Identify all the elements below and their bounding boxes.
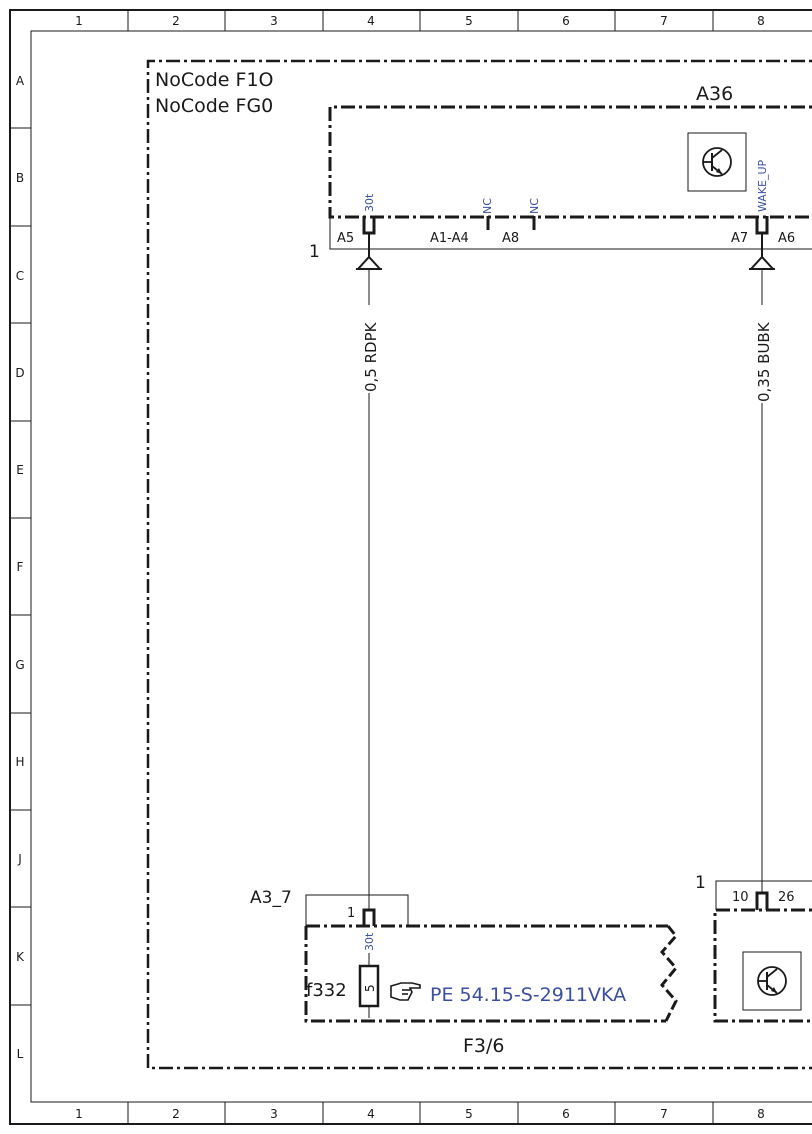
a3-7-name: A3_7 [250,888,292,908]
right-module-border [713,908,812,1023]
signal-nc: NC [528,198,541,214]
column-label: 8 [757,14,765,28]
column-label: 4 [367,14,375,28]
a36-module-border [328,105,812,219]
row-label: B [16,171,24,185]
column-label: 1 [75,14,83,28]
module-location: F3/6 [463,1035,505,1057]
row-label: L [17,1047,24,1061]
row-label: C [16,269,24,283]
right-pin-stub [755,891,769,910]
signal-30t: 30t [363,193,376,212]
row-labels: A B C D E F G H J K L [15,74,25,1061]
column-label: 3 [270,14,278,28]
pin-label: A7 [731,231,748,246]
reference-link[interactable]: PE 54.15-S-2911VKA [430,984,626,1006]
row-label: D [15,366,24,380]
wire-label-right: 0,35 BUBK [755,321,773,402]
wire-label-bg [360,305,378,393]
inner-frame [30,30,812,1103]
column-label: 6 [562,1107,570,1121]
code-line-1: NoCode F1O [155,69,274,91]
signal-wake-up: WAKE_UP [756,159,769,212]
row-label: F [17,560,24,574]
right-connector-outline [715,880,812,910]
row-label: E [16,463,24,477]
pointing-hand-icon [390,982,421,1001]
row-label: J [17,852,22,866]
column-label: 4 [367,1107,375,1121]
a3-7-break-edge [660,925,678,1022]
pin-label: 1 [347,906,355,921]
transistor-icon [742,951,802,1011]
a36-pin-stubs [362,216,769,235]
pin-label: A6 [778,231,795,246]
vehicle-boundary [146,59,812,1070]
a36-connector-outline [329,217,812,250]
a3-7-module-border [304,926,666,1023]
column-label: 6 [562,14,570,28]
a3-7-connector-outline [305,894,409,926]
fuse-symbol [358,964,380,1008]
row-label: H [15,755,24,769]
wire-label-left: 0,5 RDPK [362,321,380,392]
signal-30t: 30t [363,932,376,951]
pin-label: A8 [502,231,519,246]
column-label: 2 [172,14,180,28]
pin-label: A1-A4 [430,231,469,246]
row-label: K [16,950,25,964]
pin-label: A5 [337,231,354,246]
connector-triangles [355,233,776,270]
row-label: G [15,658,24,672]
connector-number: 1 [695,873,706,893]
column-label: 3 [270,1107,278,1121]
column-label: 8 [757,1107,765,1121]
outer-frame [9,9,812,1125]
column-label: 2 [172,1107,180,1121]
wire-label-bg [753,305,771,403]
fuse-id: f332 [306,980,347,1001]
fuse-value: 5 [363,984,377,992]
a3-7-pin-stub [362,908,376,926]
code-line-2: NoCode FG0 [155,95,273,117]
column-dividers [127,10,714,1124]
connector-number: 1 [309,242,320,262]
signal-nc: NC [481,198,494,214]
row-label: A [16,74,25,88]
a36-name: A36 [696,83,733,105]
column-label: 7 [660,1107,668,1121]
column-label: 5 [465,14,473,28]
pin-label: 26 [778,890,795,905]
column-label: 7 [660,14,668,28]
column-labels-bottom: 1 2 3 4 5 6 7 8 [75,1107,765,1121]
column-label: 5 [465,1107,473,1121]
pin-label: 10 [732,890,749,905]
column-label: 1 [75,1107,83,1121]
column-labels-top: 1 2 3 4 5 6 7 8 [75,14,765,28]
transistor-icon [687,132,747,192]
row-dividers [10,127,31,1006]
